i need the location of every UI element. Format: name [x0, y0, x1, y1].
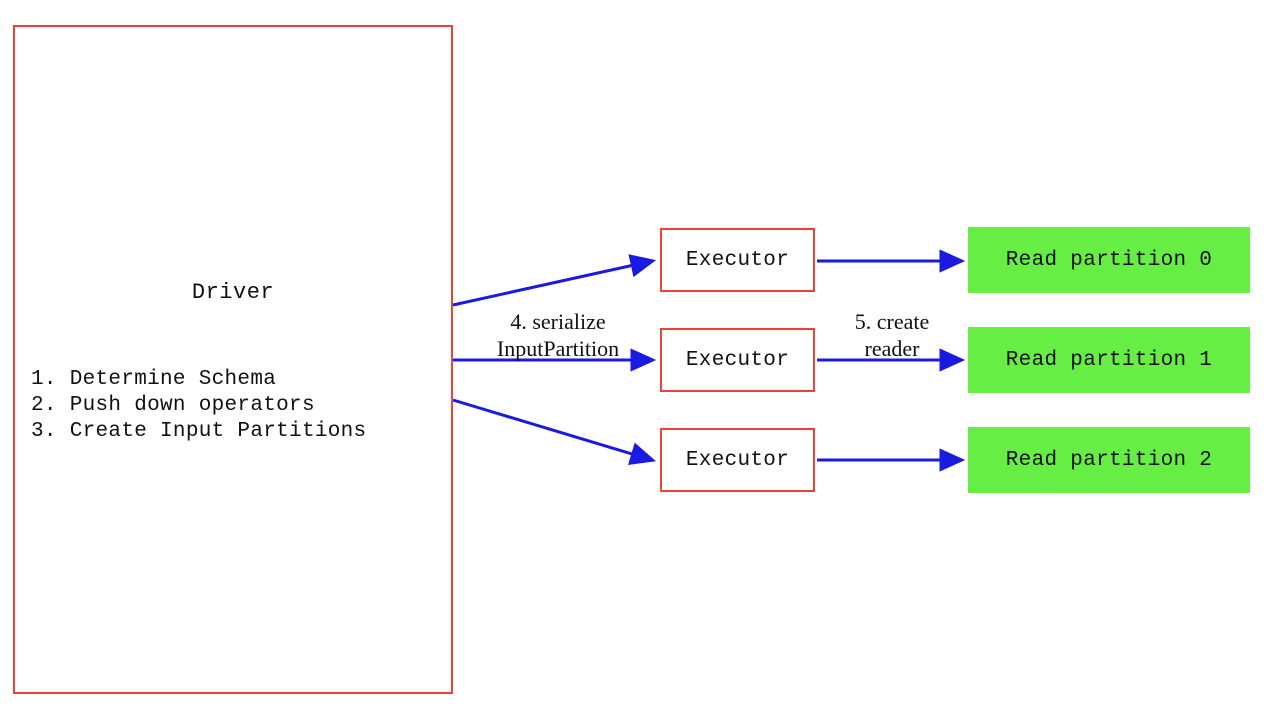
read-partition-box-2[interactable]: Read partition 2 [968, 427, 1250, 493]
executor-box-1[interactable]: Executor [660, 328, 815, 392]
driver-steps-list: 1. Determine Schema 2. Push down operato… [31, 368, 367, 443]
read-partition-box-1[interactable]: Read partition 1 [968, 327, 1250, 393]
executor-box-2[interactable]: Executor [660, 428, 815, 492]
arrow-driver-to-executor-2 [452, 398, 657, 465]
edge-label-create-reader: 5. create reader [854, 309, 930, 361]
driver-title: Driver [191, 280, 275, 305]
arrow-driver-to-executor-0 [452, 254, 657, 307]
edge-label-serialize-input-partition: 4. serialize InputPartition [496, 309, 620, 361]
read-partition-box-0[interactable]: Read partition 0 [968, 227, 1250, 293]
driver-box[interactable]: Driver 1. Determine Schema 2. Push down … [13, 25, 453, 694]
executor-box-0[interactable]: Executor [660, 228, 815, 292]
